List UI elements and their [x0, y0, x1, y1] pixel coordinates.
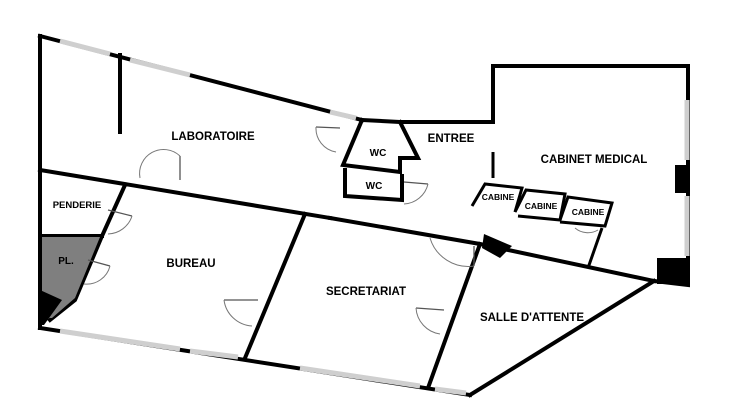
window-attente — [434, 386, 467, 396]
column-cabinet-1 — [675, 165, 688, 193]
window-lab-2 — [129, 57, 191, 78]
window-bureau-2 — [189, 348, 239, 360]
placard-shadow — [40, 290, 62, 325]
room-label-secretariat: SECRETARIAT — [326, 286, 406, 298]
wall-cabine2 — [513, 188, 567, 222]
room-label-wc2: WC — [366, 181, 383, 192]
interior-walls — [37, 53, 657, 391]
window-secretariat — [299, 365, 421, 389]
door-lab-wc — [315, 126, 341, 153]
door-secretariat-entree — [429, 237, 475, 267]
window-lab-3 — [329, 109, 357, 121]
room-label-cabine-1: CABINE — [482, 192, 515, 202]
room-label-cabinet-medical: CABINET MEDICAL — [541, 154, 648, 166]
wall-cabinet-inner — [586, 227, 604, 269]
wall-attente-right — [467, 278, 657, 398]
wall-top-entree — [359, 117, 495, 124]
window-bureau-1 — [59, 328, 181, 352]
windows — [59, 38, 690, 396]
wall-lab-bottom — [37, 167, 333, 221]
room-label-entree: ENTREE — [428, 133, 475, 145]
door-cabines — [574, 227, 599, 234]
room-label-placard: PL. — [58, 256, 74, 267]
door-penderie — [107, 209, 133, 235]
wall-bureau-left — [47, 182, 128, 323]
room-label-salle-attente: SALLE D'ATTENTE — [480, 312, 584, 324]
room-label-penderie: PENDERIE — [53, 200, 102, 211]
room-label-laboratoire: LABORATOIRE — [171, 131, 255, 143]
room-label-bureau: BUREAU — [166, 258, 215, 270]
room-label-cabine-3: CABINE — [572, 207, 605, 217]
column-entree — [482, 234, 512, 258]
wall-secretariat-attente — [425, 241, 483, 391]
room-labels: LABORATOIRE WC WC ENTREE CABINET MEDICAL… — [53, 131, 648, 324]
door-bureau-left — [83, 259, 111, 285]
wall-bureau-secretariat — [242, 211, 308, 361]
wall-wc1 — [340, 117, 422, 175]
door-bureau-secretariat — [223, 299, 258, 327]
door-secretariat-attente — [415, 307, 445, 335]
door-lab-penderie — [139, 149, 181, 180]
window-lab-1 — [59, 38, 111, 57]
door-wc2 — [403, 181, 429, 205]
doors — [83, 126, 599, 335]
wall-wc2 — [343, 168, 404, 203]
wall-cabine3 — [558, 195, 614, 228]
room-label-cabine-2: CABINE — [525, 201, 558, 211]
room-label-wc1: WC — [370, 148, 387, 159]
column-cabinet-2 — [657, 258, 686, 284]
wall-cabine1 — [470, 182, 524, 213]
